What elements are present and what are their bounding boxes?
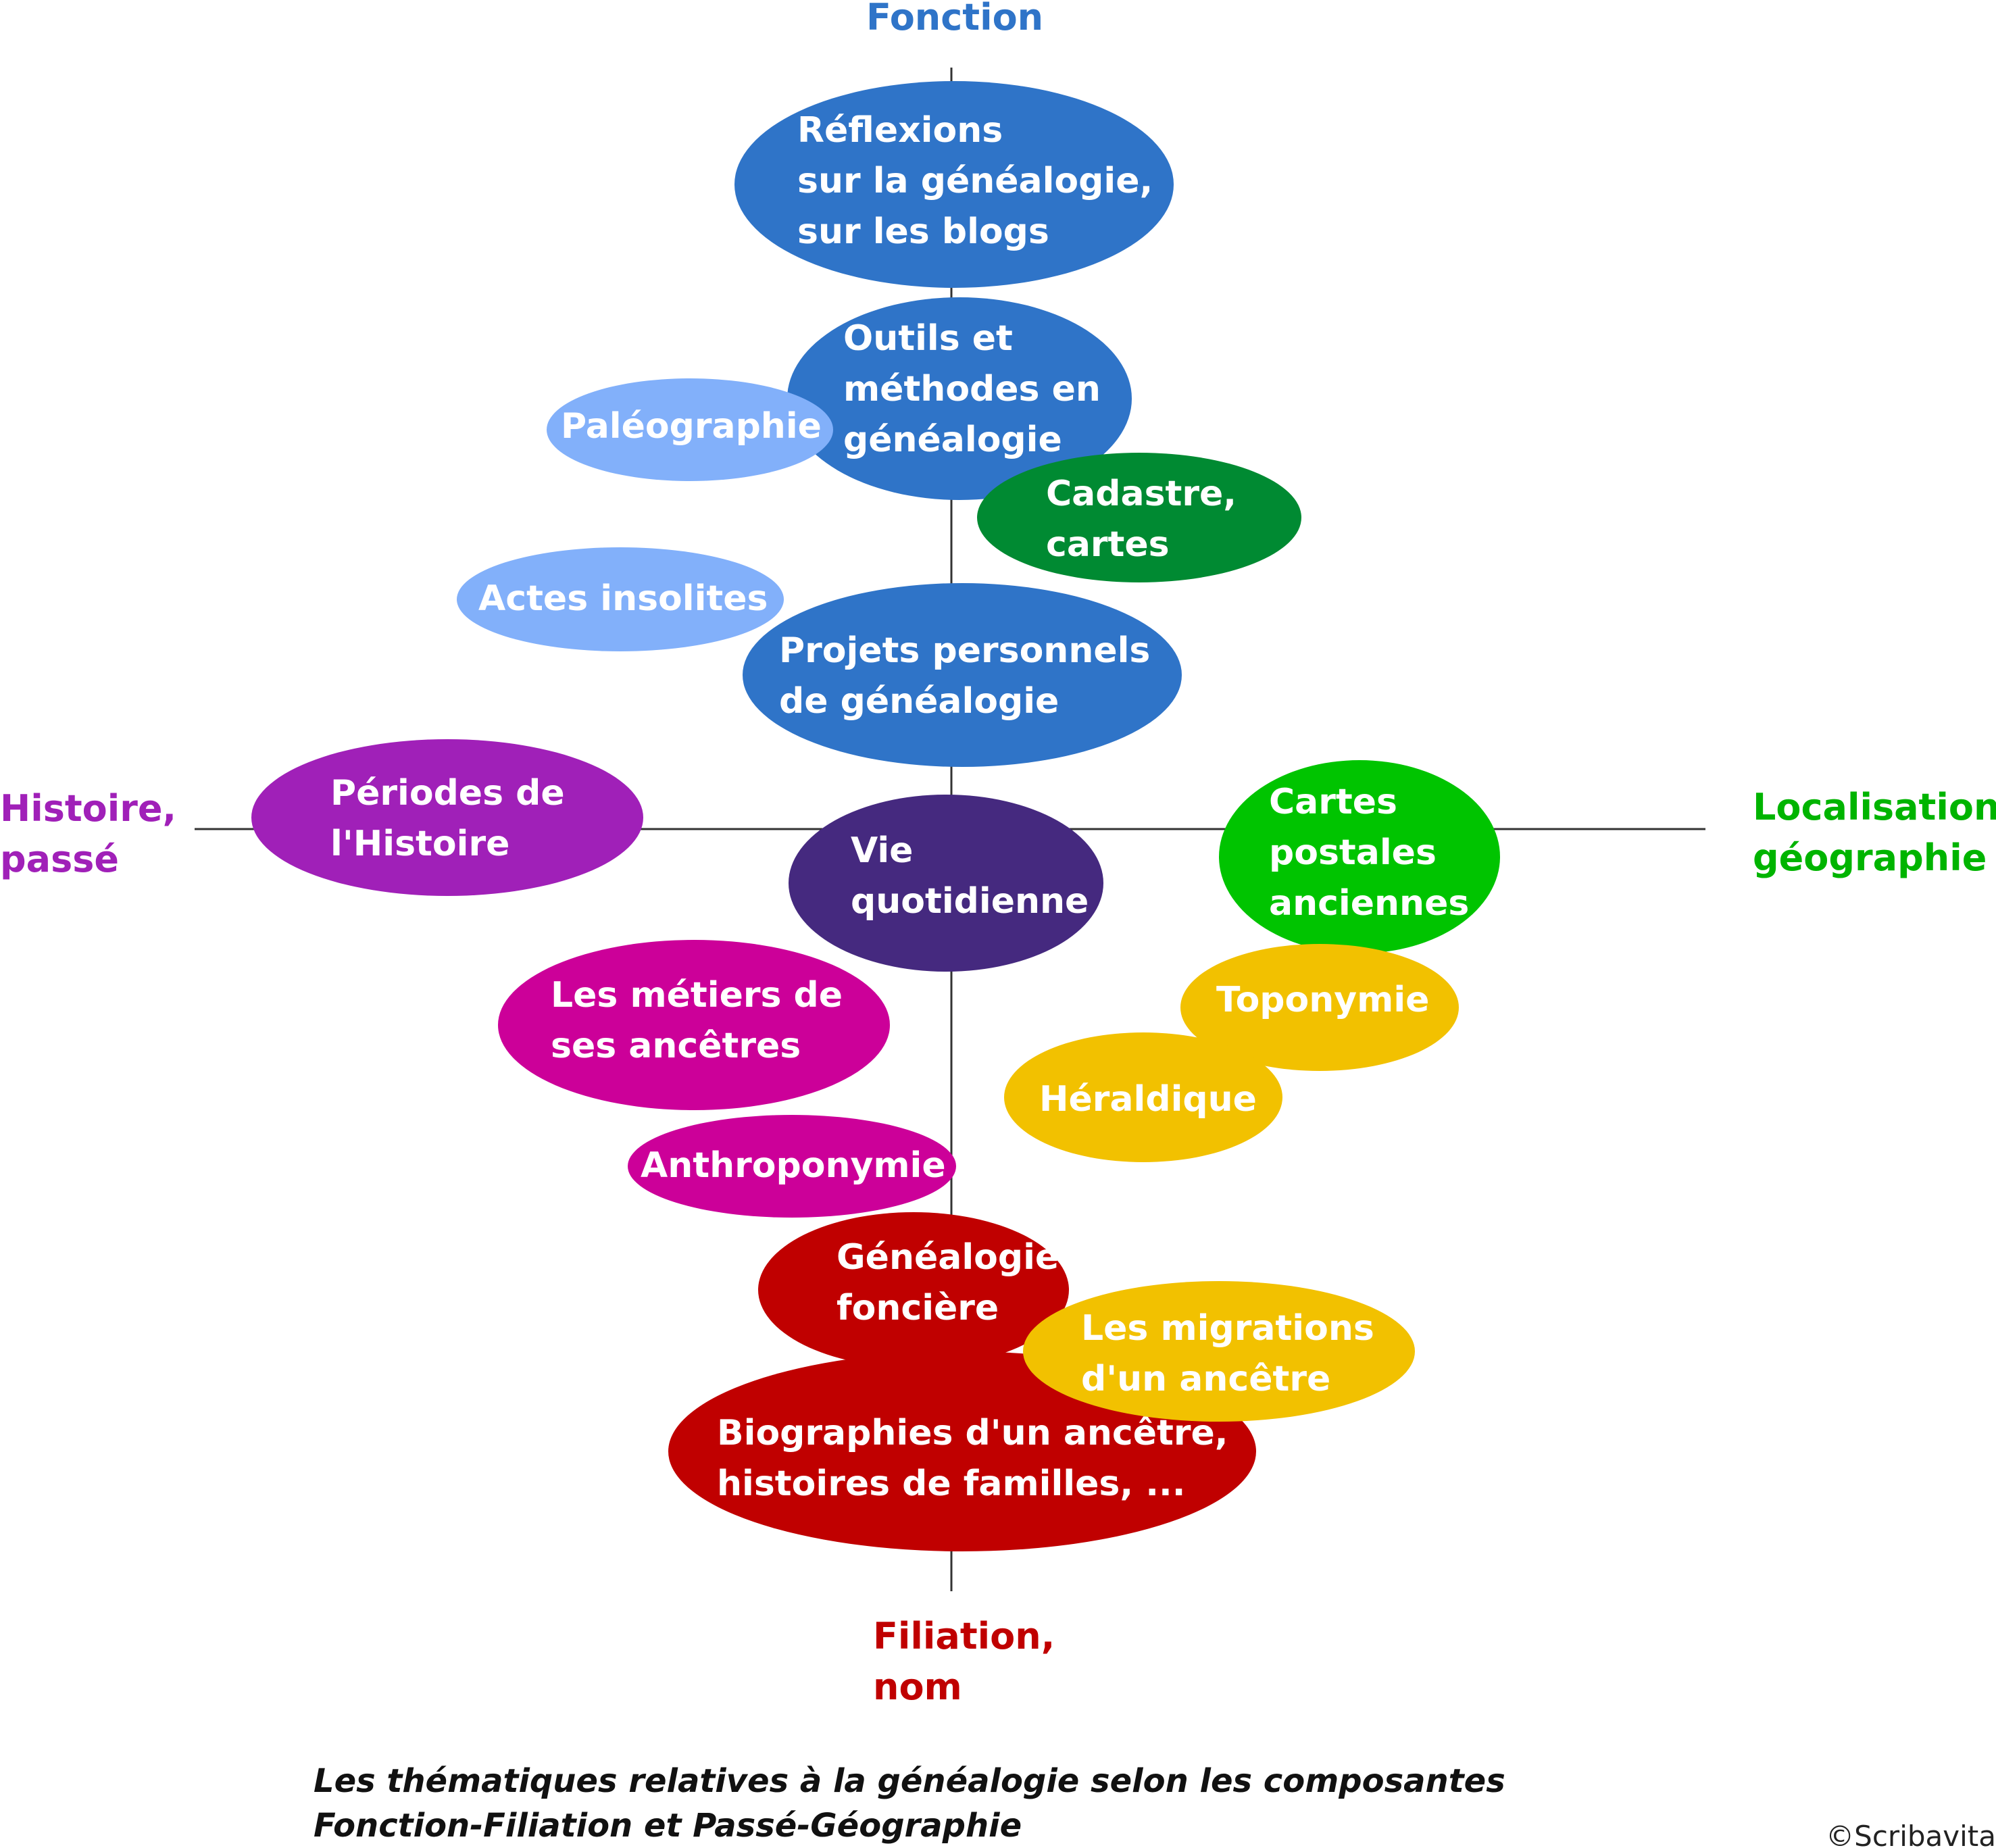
theme-label-toponymie: Toponymie [1216, 980, 1429, 1020]
theme-bubble-migrations [1023, 1281, 1415, 1422]
theme-label-line: Actes insolites [478, 578, 768, 619]
theme-toponymie: Toponymie [1180, 944, 1459, 1071]
theme-cartes-postales: Cartes postales anciennes [1219, 760, 1500, 953]
theme-label-projets: Projets personnels de généalogie [779, 630, 1150, 722]
theme-label-line: Vie [851, 830, 913, 871]
theme-bubbles: Réflexions sur la généalogie, sur les blog… [251, 81, 1500, 1551]
theme-label-line: sur la généalogie, [797, 161, 1153, 201]
theme-label-periodes: Périodes de l'Histoire [330, 773, 565, 864]
theme-bubble-genealogie-fonciere [758, 1212, 1069, 1368]
theme-label-cartes-postales: Cartes postales anciennes [1269, 782, 1469, 924]
axis-label-line: passé [0, 838, 119, 880]
theme-actes: Actes insolites [457, 547, 784, 651]
theme-bubble-anthroponymie [628, 1115, 956, 1218]
axis-label-left: Histoire, passé [0, 787, 176, 880]
theme-bubble-vie [789, 795, 1103, 972]
theme-label-line: Héraldique [1039, 1079, 1257, 1120]
theme-label-line: d'un ancêtre [1081, 1359, 1330, 1399]
theme-label-vie: Vie quotidienne [851, 830, 1089, 922]
theme-label-line: l'Histoire [330, 824, 509, 864]
theme-bubble-paleographie [547, 378, 833, 481]
theme-bubble-projets [743, 583, 1182, 767]
theme-label-line: Cadastre, [1046, 474, 1237, 514]
theme-label-line: Outils et [843, 318, 1013, 359]
theme-label-line: Toponymie [1216, 980, 1429, 1020]
theme-label-biographies: Biographies d'un ancêtre, histoires de fa… [717, 1413, 1228, 1504]
theme-label-outils: Outils et méthodes en généalogie [843, 318, 1101, 460]
theme-label-line: Les migrations [1081, 1308, 1374, 1349]
theme-label-line: méthodes en [843, 369, 1101, 409]
theme-label-line: postales [1269, 832, 1437, 873]
theme-outils: Outils et méthodes en généalogie [787, 297, 1132, 500]
axis-label-top: Fonction [866, 0, 1043, 39]
axis-label-line: nom [873, 1666, 962, 1708]
theme-bubble-outils [787, 297, 1132, 500]
theme-cadastre: Cadastre, cartes [977, 453, 1301, 582]
theme-vie: Vie quotidienne [789, 795, 1103, 972]
theme-bubble-reflexions [734, 81, 1174, 288]
theme-label-line: Réflexions [797, 110, 1003, 151]
axis-label-line: Localisation, [1753, 786, 1996, 828]
axis-label-line: géographie [1753, 836, 1987, 879]
theme-reflexions: Réflexions sur la généalogie, sur les blog… [734, 81, 1174, 288]
theme-label-line: foncière [837, 1288, 999, 1328]
theme-periodes: Périodes de l'Histoire [251, 739, 643, 896]
theme-genealogie-fonciere: Généalogie foncière [758, 1212, 1069, 1368]
theme-label-line: Les métiers de [551, 975, 843, 1016]
axis-label-bottom: Filiation, nom [873, 1615, 1055, 1708]
theme-label-line: Anthroponymie [641, 1145, 946, 1186]
theme-bubble-heraldique [1004, 1032, 1282, 1162]
caption-line: Les thématiques relatives à la généalogi… [314, 1762, 1505, 1800]
axis-label-line: Filiation, [873, 1615, 1055, 1657]
theme-metiers: Les métiers de ses ancêtres [498, 940, 890, 1110]
theme-bubble-toponymie [1180, 944, 1459, 1071]
theme-label-migrations: Les migrations d'un ancêtre [1081, 1308, 1374, 1399]
theme-anthroponymie: Anthroponymie [628, 1115, 956, 1218]
copyright: ©Scribavita [1826, 1820, 1996, 1848]
theme-label-line: Généalogie [837, 1237, 1059, 1278]
theme-label-line: ses ancêtres [551, 1026, 801, 1066]
theme-migrations: Les migrations d'un ancêtre [1023, 1281, 1415, 1422]
theme-label-heraldique: Héraldique [1039, 1079, 1257, 1120]
theme-label-line: Périodes de [330, 773, 565, 814]
theme-label-line: anciennes [1269, 883, 1469, 924]
theme-label-cadastre: Cadastre, cartes [1046, 474, 1237, 565]
theme-label-line: Cartes [1269, 782, 1397, 822]
theme-label-genealogie-fonciere: Généalogie foncière [837, 1237, 1059, 1328]
caption-line: Fonction-Filiation et Passé-Géographie [314, 1807, 1022, 1845]
theme-label-line: histoires de familles, ... [717, 1464, 1185, 1504]
theme-label-line: Projets personnels [779, 630, 1150, 671]
theme-label-line: sur les blogs [797, 211, 1049, 252]
axis-label-line: Histoire, [0, 787, 176, 830]
theme-bubble-cadastre [977, 453, 1301, 582]
caption: Les thématiques relatives à la généalogi… [314, 1762, 1505, 1845]
theme-heraldique: Héraldique [1004, 1032, 1282, 1162]
theme-label-line: quotidienne [851, 881, 1089, 922]
theme-label-reflexions: Réflexions sur la généalogie, sur les blog… [797, 110, 1153, 252]
theme-bubble-actes [457, 547, 784, 651]
theme-label-actes: Actes insolites [478, 578, 768, 619]
theme-label-line: de généalogie [779, 681, 1059, 722]
theme-label-paleographie: Paléographie [561, 406, 822, 447]
theme-paleographie: Paléographie [547, 378, 833, 481]
axis-label-right: Localisation, géographie [1753, 786, 1996, 879]
theme-bubble-periodes [251, 739, 643, 896]
axis-label-line: Fonction [866, 0, 1043, 39]
theme-label-line: généalogie [843, 420, 1062, 460]
theme-label-line: Paléographie [561, 406, 822, 447]
theme-label-anthroponymie: Anthroponymie [641, 1145, 946, 1186]
theme-label-metiers: Les métiers de ses ancêtres [551, 975, 843, 1066]
theme-label-line: cartes [1046, 524, 1170, 565]
theme-label-line: Biographies d'un ancêtre, [717, 1413, 1228, 1453]
theme-projets: Projets personnels de généalogie [743, 583, 1182, 767]
theme-bubble-cartes-postales [1219, 760, 1500, 953]
theme-bubble-metiers [498, 940, 890, 1110]
